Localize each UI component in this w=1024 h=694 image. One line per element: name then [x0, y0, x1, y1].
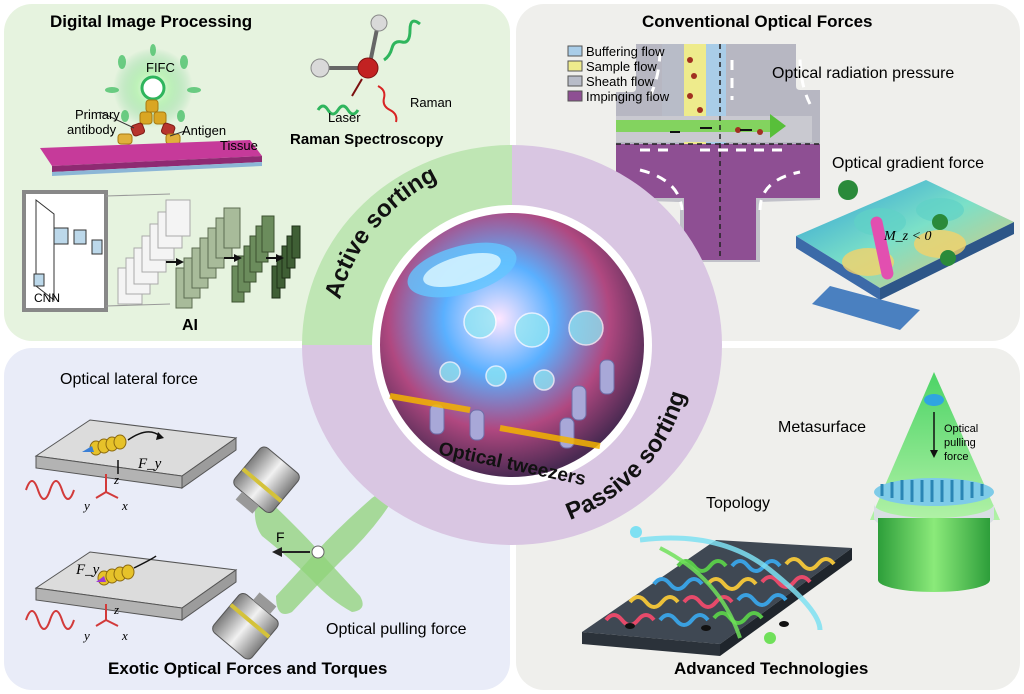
pulling-force-diagram [212, 446, 390, 660]
tissue-label: Tissue [220, 138, 258, 153]
svg-text:Impinging flow: Impinging flow [586, 89, 670, 104]
microfluidic-channel-diagram [616, 44, 820, 262]
axis-x-bottom: x [121, 628, 128, 643]
cnn-label: CNN [34, 291, 60, 305]
force-f-label: F [276, 529, 285, 545]
axis-x-top: x [121, 498, 128, 513]
title-conventional-optical-forces: Conventional Optical Forces [642, 12, 873, 31]
svg-text:Sheath flow: Sheath flow [586, 74, 655, 89]
title-exotic-optical-forces: Exotic Optical Forces and Torques [108, 659, 387, 678]
optical-lateral-force-label: Optical lateral force [60, 371, 198, 388]
legend-item-buffering-flow: Buffering flow [567, 44, 665, 59]
raman-label: Raman [410, 95, 452, 110]
raman-molecule-diagram [310, 14, 421, 123]
legend-item-impinging-flow: Impinging flow [567, 89, 670, 104]
antigen-label: Antigen [182, 123, 226, 138]
svg-text:Sample flow: Sample flow [586, 59, 657, 74]
ai-label: AI [182, 317, 198, 334]
axis-z-top: z [113, 472, 119, 487]
laser-label: Laser [328, 110, 361, 125]
lateral-force-diagram-bottom [25, 551, 238, 630]
axis-y-bottom: y [82, 628, 90, 643]
mz-label: M_z < 0 [883, 229, 932, 244]
legend-item-sheath-flow: Sheath flow [567, 74, 655, 89]
metasurface-label: Metasurface [778, 419, 866, 436]
optical-tweezers-illustration [380, 213, 644, 477]
title-digital-image-processing: Digital Image Processing [50, 12, 252, 31]
topology-diagram [582, 526, 852, 656]
optical-pulling-force-small-2: pulling [944, 437, 976, 449]
lateral-force-diagram-top [25, 419, 238, 500]
flow-legend: Buffering flow Sample flow Sheath flow I… [567, 44, 670, 104]
topology-label: Topology [706, 495, 770, 512]
axis-z-bottom: z [113, 602, 119, 617]
title-advanced-technologies: Advanced Technologies [674, 659, 868, 678]
immunofluorescence-diagram [40, 44, 262, 176]
primary-antibody-label-2: antibody [67, 122, 117, 137]
svg-text:Buffering flow: Buffering flow [586, 44, 665, 59]
optical-pulling-force-small-3: force [944, 451, 968, 463]
fy-label-top: F_y [137, 456, 162, 472]
radiation-pressure-label: Optical radiation pressure [772, 65, 954, 82]
metasurface-diagram [870, 372, 1000, 592]
optical-pulling-force-label: Optical pulling force [326, 621, 467, 638]
optical-pulling-force-small-1: Optical [944, 423, 978, 435]
legend-item-sample-flow: Sample flow [567, 59, 657, 74]
raman-spectroscopy-label: Raman Spectroscopy [290, 131, 444, 148]
primary-antibody-label-1: Primary [75, 107, 120, 122]
gradient-force-label: Optical gradient force [832, 155, 984, 172]
fifc-label: FIFC [146, 60, 175, 75]
gradient-trap-diagram [796, 180, 1014, 330]
cnn-diagram [22, 190, 301, 312]
fy-label-bottom: F_y [75, 562, 100, 578]
axis-y-top: y [82, 498, 90, 513]
